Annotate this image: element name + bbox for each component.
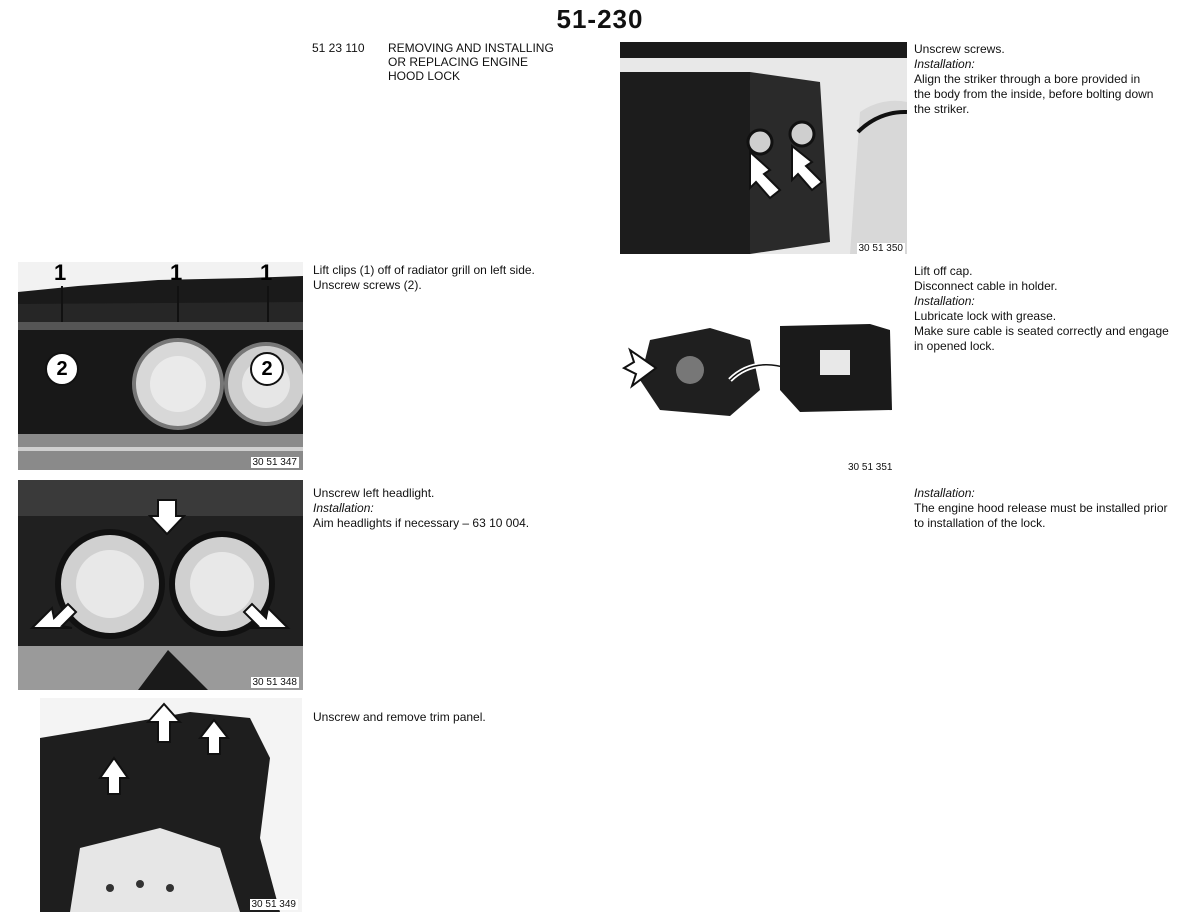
section-title: REMOVING AND INSTALLING OR REPLACING ENG… <box>388 41 554 83</box>
callout-clip-1: 1 <box>170 262 183 285</box>
step-striker: Unscrew screws. Installation: Align the … <box>914 42 1153 117</box>
step-trim-panel: Unscrew and remove trim panel. <box>313 710 486 725</box>
step-line: the body from the inside, before bolting… <box>914 87 1154 101</box>
step-remove-clips: Lift clips (1) off of radiator grill on … <box>313 263 535 293</box>
step-line: Make sure cable is seated correctly and … <box>914 324 1169 338</box>
step-line: Unscrew screws. <box>914 42 1005 56</box>
step-line: in opened lock. <box>914 339 995 353</box>
trim-panel-illustration <box>40 702 280 912</box>
section-title-line: OR REPLACING ENGINE <box>388 55 529 69</box>
page-number: 51-230 <box>556 4 644 34</box>
lock-illustration <box>621 324 892 416</box>
step-line: Unscrew and remove trim panel. <box>313 710 486 724</box>
step-line: Lift clips (1) off of radiator grill on … <box>313 263 535 277</box>
figure-radiator-grill: 1 1 1 2 2 30 51 347 <box>18 262 303 470</box>
striker-illustration <box>620 42 907 254</box>
installation-label: Installation: <box>914 294 975 308</box>
headlights-illustration <box>18 480 303 690</box>
figure-trim-panel: 30 51 349 <box>40 698 302 912</box>
figure-number: 30 51 347 <box>250 457 299 468</box>
figure-number: 30 51 350 <box>856 243 905 254</box>
step-line: Lubricate lock with grease. <box>914 309 1057 323</box>
callout-clip-1: 1 <box>260 262 273 285</box>
step-line: Aim headlights if necessary – 63 10 004. <box>313 516 530 530</box>
section-heading: 51 23 110 REMOVING AND INSTALLING OR REP… <box>312 41 554 83</box>
section-code: 51 23 110 <box>312 41 365 55</box>
installation-label: Installation: <box>914 57 975 71</box>
callout-clip-1: 1 <box>54 262 67 285</box>
callout-screw-2: 2 <box>45 352 79 386</box>
installation-label: Installation: <box>914 486 975 500</box>
step-lock: Lift off cap. Disconnect cable in holder… <box>914 264 1169 354</box>
section-title-line: HOOD LOCK <box>388 69 461 83</box>
figure-lock-and-cap <box>620 320 907 420</box>
figure-striker-screws: 30 51 350 <box>620 42 907 254</box>
step-hood-release: Installation: The engine hood release mu… <box>914 486 1168 531</box>
figure-number: 30 51 348 <box>250 677 299 688</box>
step-line: Disconnect cable in holder. <box>914 279 1058 293</box>
step-line: Align the striker through a bore provide… <box>914 72 1141 86</box>
step-line: Lift off cap. <box>914 264 973 278</box>
step-headlight: Unscrew left headlight. Installation: Ai… <box>313 486 529 531</box>
step-line: to installation of the lock. <box>914 516 1046 530</box>
figure-number: 30 51 351 <box>848 462 893 473</box>
step-line: the striker. <box>914 102 970 116</box>
section-title-line: REMOVING AND INSTALLING <box>388 41 554 55</box>
figure-headlights: 30 51 348 <box>18 480 303 690</box>
figure-number: 30 51 349 <box>249 899 298 910</box>
installation-label: Installation: <box>313 501 374 515</box>
step-line: The engine hood release must be installe… <box>914 501 1168 515</box>
callout-screw-2: 2 <box>250 352 284 386</box>
step-line: Unscrew left headlight. <box>313 486 435 500</box>
step-line: Unscrew screws (2). <box>313 278 422 292</box>
